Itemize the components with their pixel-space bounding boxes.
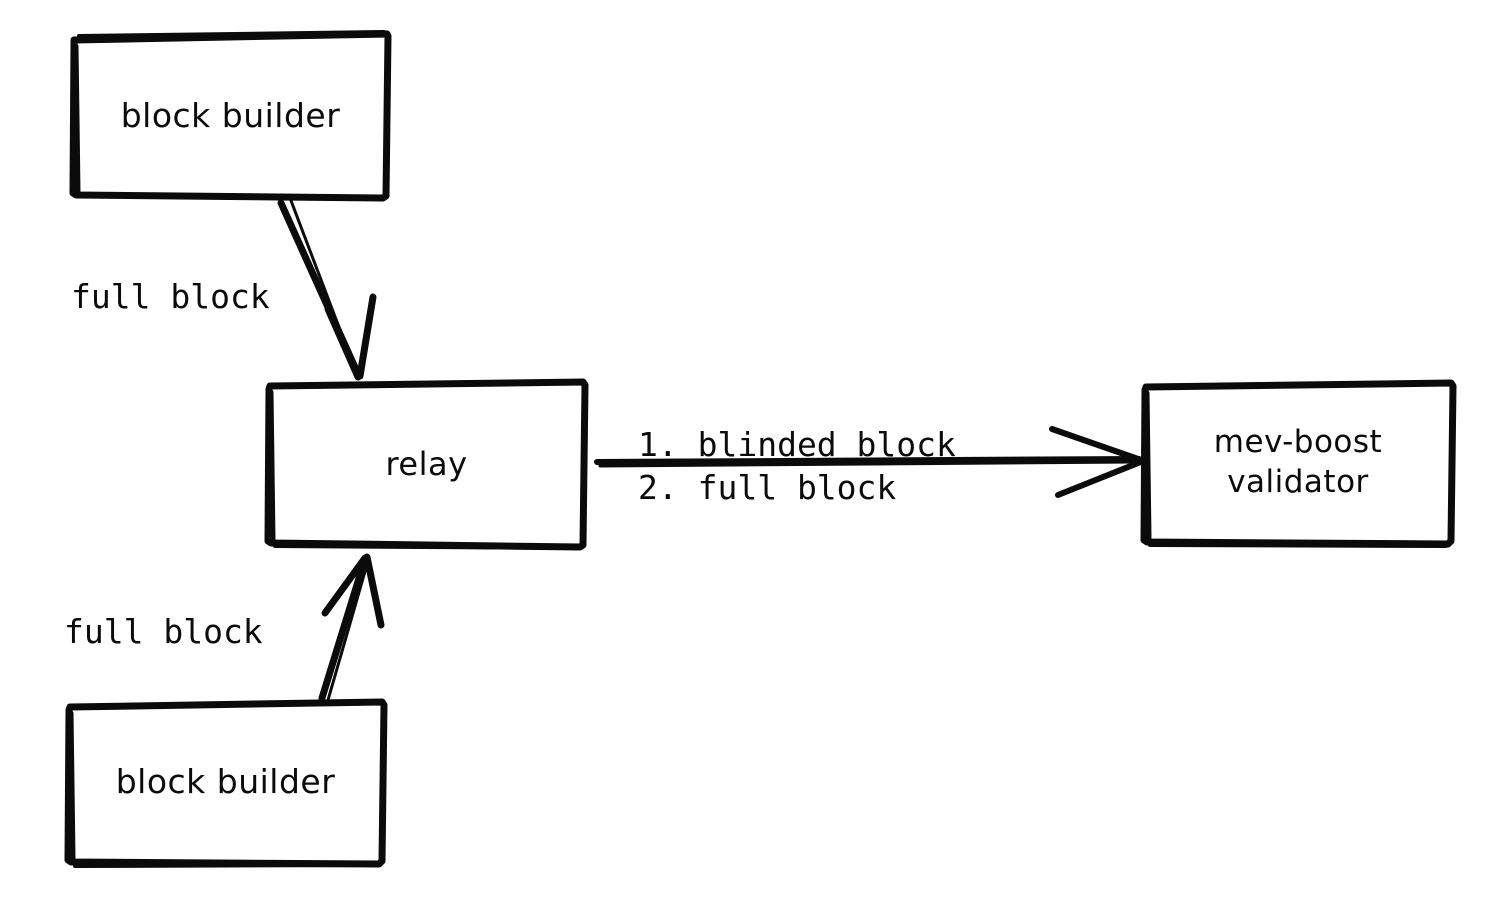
edge-label-full-block-right: 2. full block [638, 468, 897, 507]
edge-label-full-block-top: full block [71, 277, 270, 316]
mev-boost-validator-box-shape [1140, 379, 1457, 548]
edge-label-blinded-block: 1. blinded block [638, 425, 956, 464]
block-builder-bottom-box-shape [64, 698, 388, 868]
edge-label-full-block-bottom: full block [64, 612, 263, 651]
relay-box-shape [264, 378, 589, 551]
block-builder-top-box-shape [69, 30, 392, 202]
arrow-full-block-bottom [318, 553, 385, 702]
arrow-full-block-top [277, 196, 377, 381]
arrow-blinded-and-full-block [594, 426, 1146, 498]
